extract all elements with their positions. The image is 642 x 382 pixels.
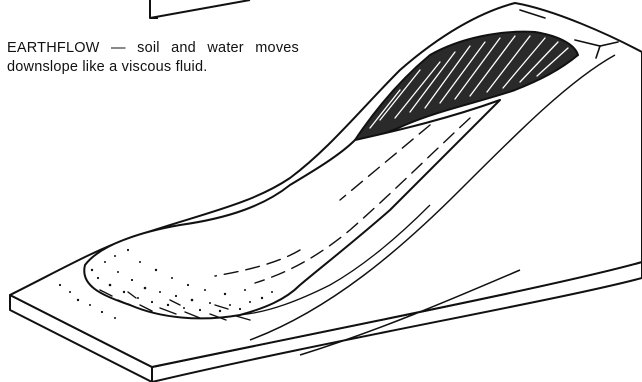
upper-block-remnant [150, 0, 250, 18]
figure-caption: EARTHFLOW — soil and water moves downslo… [7, 39, 299, 76]
